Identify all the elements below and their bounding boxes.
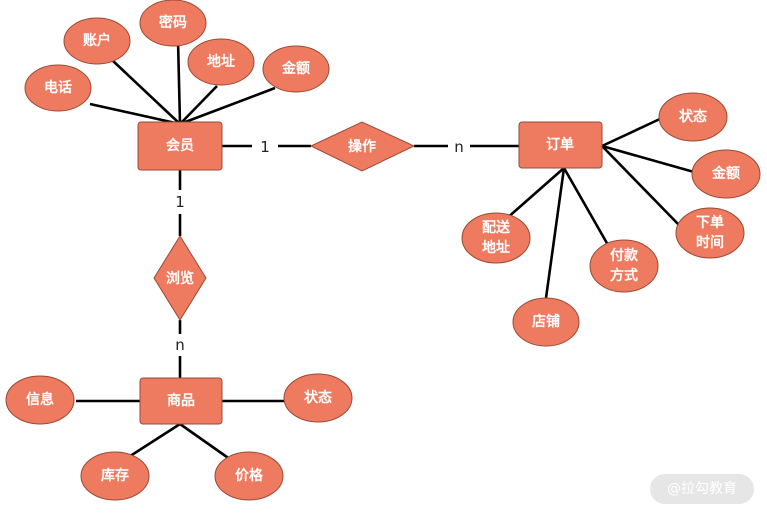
svg-text:地址: 地址	[482, 239, 510, 256]
cardinality-member-operate: 1	[260, 138, 270, 156]
cardinality-member-browse: 1	[175, 193, 185, 211]
svg-text:电话: 电话	[44, 79, 72, 96]
svg-text:状态: 状态	[679, 108, 707, 125]
entity-member: 会员	[137, 121, 223, 171]
attr-account: 账户	[63, 17, 131, 65]
svg-text:订单: 订单	[546, 136, 574, 153]
svg-text:操作: 操作	[348, 138, 376, 155]
svg-text:金额: 金额	[281, 60, 310, 77]
svg-text:库存: 库存	[101, 467, 129, 484]
attr-address: 地址	[187, 38, 255, 86]
svg-text:@拉勾教育: @拉勾教育	[667, 481, 737, 497]
attr-delivery-address: 配送 地址	[461, 212, 531, 264]
cardinality-operate-order: n	[454, 138, 464, 156]
cardinality-browse-product: n	[175, 336, 185, 354]
svg-text:下单: 下单	[696, 214, 724, 231]
svg-text:商品: 商品	[167, 392, 195, 409]
product-attribute-edges	[76, 399, 288, 464]
svg-text:浏览: 浏览	[166, 270, 194, 287]
attr-order-amount: 金额	[691, 149, 761, 199]
svg-text:密码: 密码	[158, 14, 187, 31]
attr-info: 信息	[5, 375, 75, 425]
attr-price: 价格	[214, 451, 284, 501]
svg-text:地址: 地址	[207, 53, 235, 70]
entity-order: 订单	[518, 121, 603, 169]
svg-text:时间: 时间	[696, 234, 724, 251]
attr-member-amount: 金额	[262, 45, 330, 93]
attr-password: 密码	[139, 0, 207, 47]
member-attribute-edges	[89, 39, 276, 126]
svg-text:信息: 信息	[26, 391, 54, 408]
svg-text:金额: 金额	[711, 165, 740, 182]
attr-store: 店铺	[512, 297, 580, 347]
attr-order-time: 下单 时间	[675, 207, 745, 259]
attr-payment-method: 付款 方式	[589, 239, 659, 293]
watermark: @拉勾教育	[650, 474, 754, 504]
svg-text:账户: 账户	[83, 32, 111, 49]
attr-order-status: 状态	[658, 92, 728, 142]
svg-text:配送: 配送	[482, 219, 511, 236]
svg-text:店铺: 店铺	[532, 313, 560, 330]
entity-product: 商品	[139, 377, 223, 425]
attr-product-status: 状态	[283, 373, 353, 423]
svg-text:价格: 价格	[235, 467, 264, 484]
relationship-operate: 操作	[309, 121, 416, 172]
svg-text:付款: 付款	[610, 247, 639, 264]
relationship-browse: 浏览	[153, 235, 207, 321]
attr-phone: 电话	[24, 64, 92, 112]
svg-text:状态: 状态	[304, 389, 332, 406]
attr-stock: 库存	[80, 451, 150, 501]
svg-text:会员: 会员	[166, 137, 194, 154]
svg-text:方式: 方式	[610, 267, 638, 284]
